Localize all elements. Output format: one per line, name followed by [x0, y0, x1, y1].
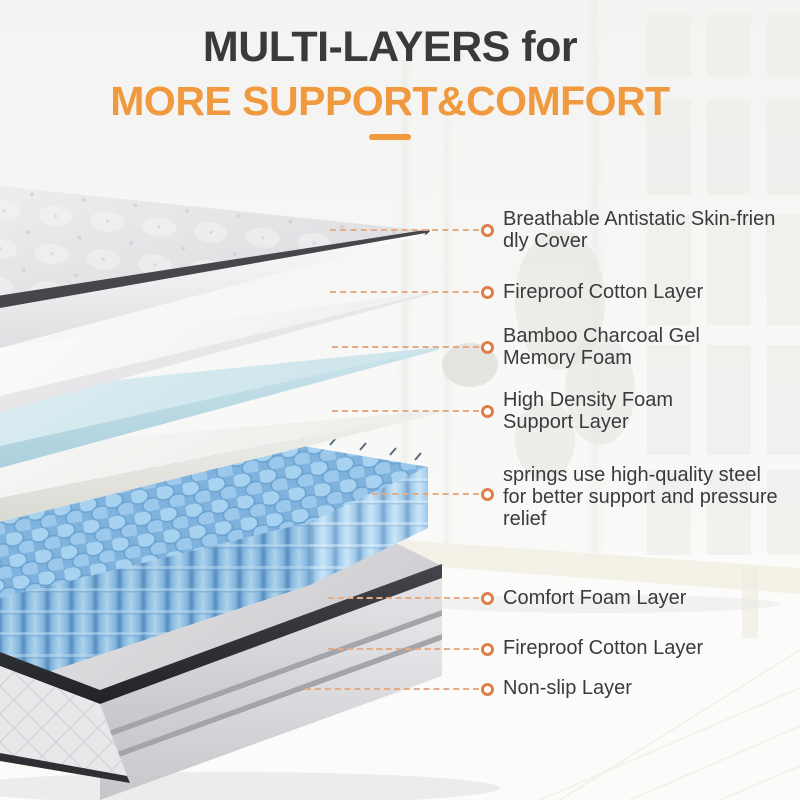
- plant-silhouette: [442, 230, 635, 480]
- page-title: MULTI-LAYERS for: [202, 23, 578, 71]
- callout-line: [330, 291, 479, 293]
- cover-underside: [0, 233, 426, 348]
- title-underline: [369, 134, 411, 141]
- comfort-foam-layer-front: [100, 576, 442, 734]
- callout-marker-icon: [481, 592, 494, 605]
- springs-right-face-shade: [310, 467, 428, 585]
- non-slip-layer-front: [100, 640, 442, 800]
- callout-marker-icon: [481, 643, 494, 656]
- callout-marker-icon: [481, 405, 494, 418]
- callout-line: [328, 597, 479, 599]
- callout-line: [305, 688, 479, 690]
- cover-trim-dark: [0, 229, 430, 310]
- springs-right-face: [310, 467, 428, 585]
- callout-line: [328, 648, 479, 650]
- callout-marker-icon: [481, 341, 494, 354]
- layer-gap-1: [100, 610, 442, 740]
- callout-marker-icon: [481, 224, 494, 237]
- high-density-foam-layer: [0, 410, 443, 522]
- callout-marker-icon: [481, 683, 494, 696]
- callout-marker-icon: [481, 488, 494, 501]
- gel-memory-foam-layer: [0, 347, 440, 468]
- fireproof-cotton-2-front: [100, 616, 442, 758]
- base-quilted-corner: [0, 564, 442, 783]
- callout-line: [332, 410, 479, 412]
- callout-label: Non-slip Layer: [503, 677, 632, 699]
- bed-base-plank: [400, 540, 800, 638]
- callout-line: [330, 229, 479, 231]
- cover-quilt-pattern: [0, 186, 428, 297]
- fireproof-cotton-layer: [0, 291, 437, 412]
- springs-front-face: [0, 522, 310, 688]
- cotton-front-edge: [0, 291, 437, 412]
- quilted-side-shade: [0, 666, 127, 776]
- callout-line: [332, 346, 479, 348]
- foam-front-edge: [0, 410, 443, 522]
- window-panes: [647, 14, 800, 555]
- callout-marker-icon: [481, 286, 494, 299]
- callout-label: Fireproof Cotton Layer: [503, 637, 704, 659]
- callout-line: [372, 493, 479, 495]
- layer-gap-2: [100, 634, 442, 764]
- breathable-cover-layer: [0, 186, 430, 348]
- gel-front-edge: [0, 347, 440, 468]
- callout-label: Fireproof Cotton Layer: [503, 281, 704, 303]
- header: MULTI-LAYERS for MORE SUPPORT&COMFORT: [0, 23, 780, 141]
- callout-label: Comfort Foam Layer: [503, 587, 687, 609]
- parquet-floor-lines: [539, 649, 800, 800]
- callout-label: Bamboo Charcoal Gel Memory Foam: [503, 325, 700, 369]
- base-bottom-trim-black: [0, 753, 130, 783]
- quilted-side-panel: [0, 666, 127, 776]
- callout-label: Breathable Antistatic Skin-frien dly Cov…: [503, 208, 776, 252]
- callout-label: High Density Foam Support Layer: [503, 389, 674, 433]
- page-subtitle: MORE SUPPORT&COMFORT: [110, 78, 670, 125]
- callout-label: springs use high-quality steel for bette…: [503, 464, 778, 530]
- springs-front-face-shade: [0, 522, 310, 688]
